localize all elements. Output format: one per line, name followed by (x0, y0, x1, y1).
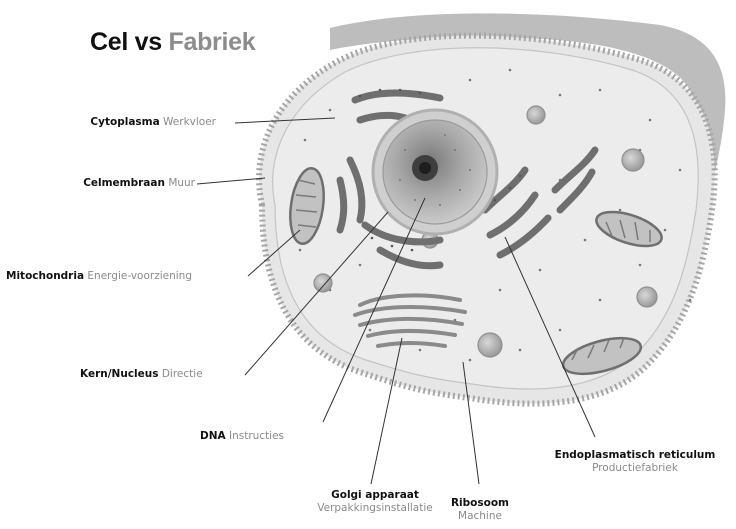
label-meaning: Werkvloer (163, 116, 216, 128)
label-term: Kern/Nucleus (80, 368, 159, 380)
label-kern: Kern/Nucleus Directie (80, 368, 203, 381)
label-term: DNA (200, 430, 226, 442)
label-term: Celmembraan (83, 177, 165, 189)
label-meaning: Muur (168, 177, 195, 189)
label-term: Mitochondria (6, 270, 84, 282)
label-golgi: Golgi apparaat Verpakkingsinstallatie (300, 489, 450, 515)
label-term: Endoplasmatisch reticulum (555, 449, 716, 461)
label-meaning: Verpakkingsinstallatie (300, 502, 450, 515)
label-er: Endoplasmatisch reticulum Productiefabri… (540, 449, 730, 475)
label-dna: DNA Instructies (200, 430, 284, 443)
label-mitochondria: Mitochondria Energie-voorziening (6, 270, 192, 283)
label-meaning: Directie (162, 368, 203, 380)
label-term: Golgi apparaat (331, 489, 419, 501)
label-term: Ribosoom (451, 497, 509, 509)
nucleus (373, 110, 497, 234)
label-meaning: Machine (440, 510, 520, 523)
label-meaning: Instructies (229, 430, 284, 442)
label-ribosoom: Ribosoom Machine (440, 497, 520, 523)
label-term: Cytoplasma (90, 116, 159, 128)
label-cytoplasma: Cytoplasma Werkvloer (90, 116, 216, 129)
label-celmembraan: Celmembraan Muur (83, 177, 195, 190)
label-meaning: Productiefabriek (540, 462, 730, 475)
label-meaning: Energie-voorziening (87, 270, 192, 282)
